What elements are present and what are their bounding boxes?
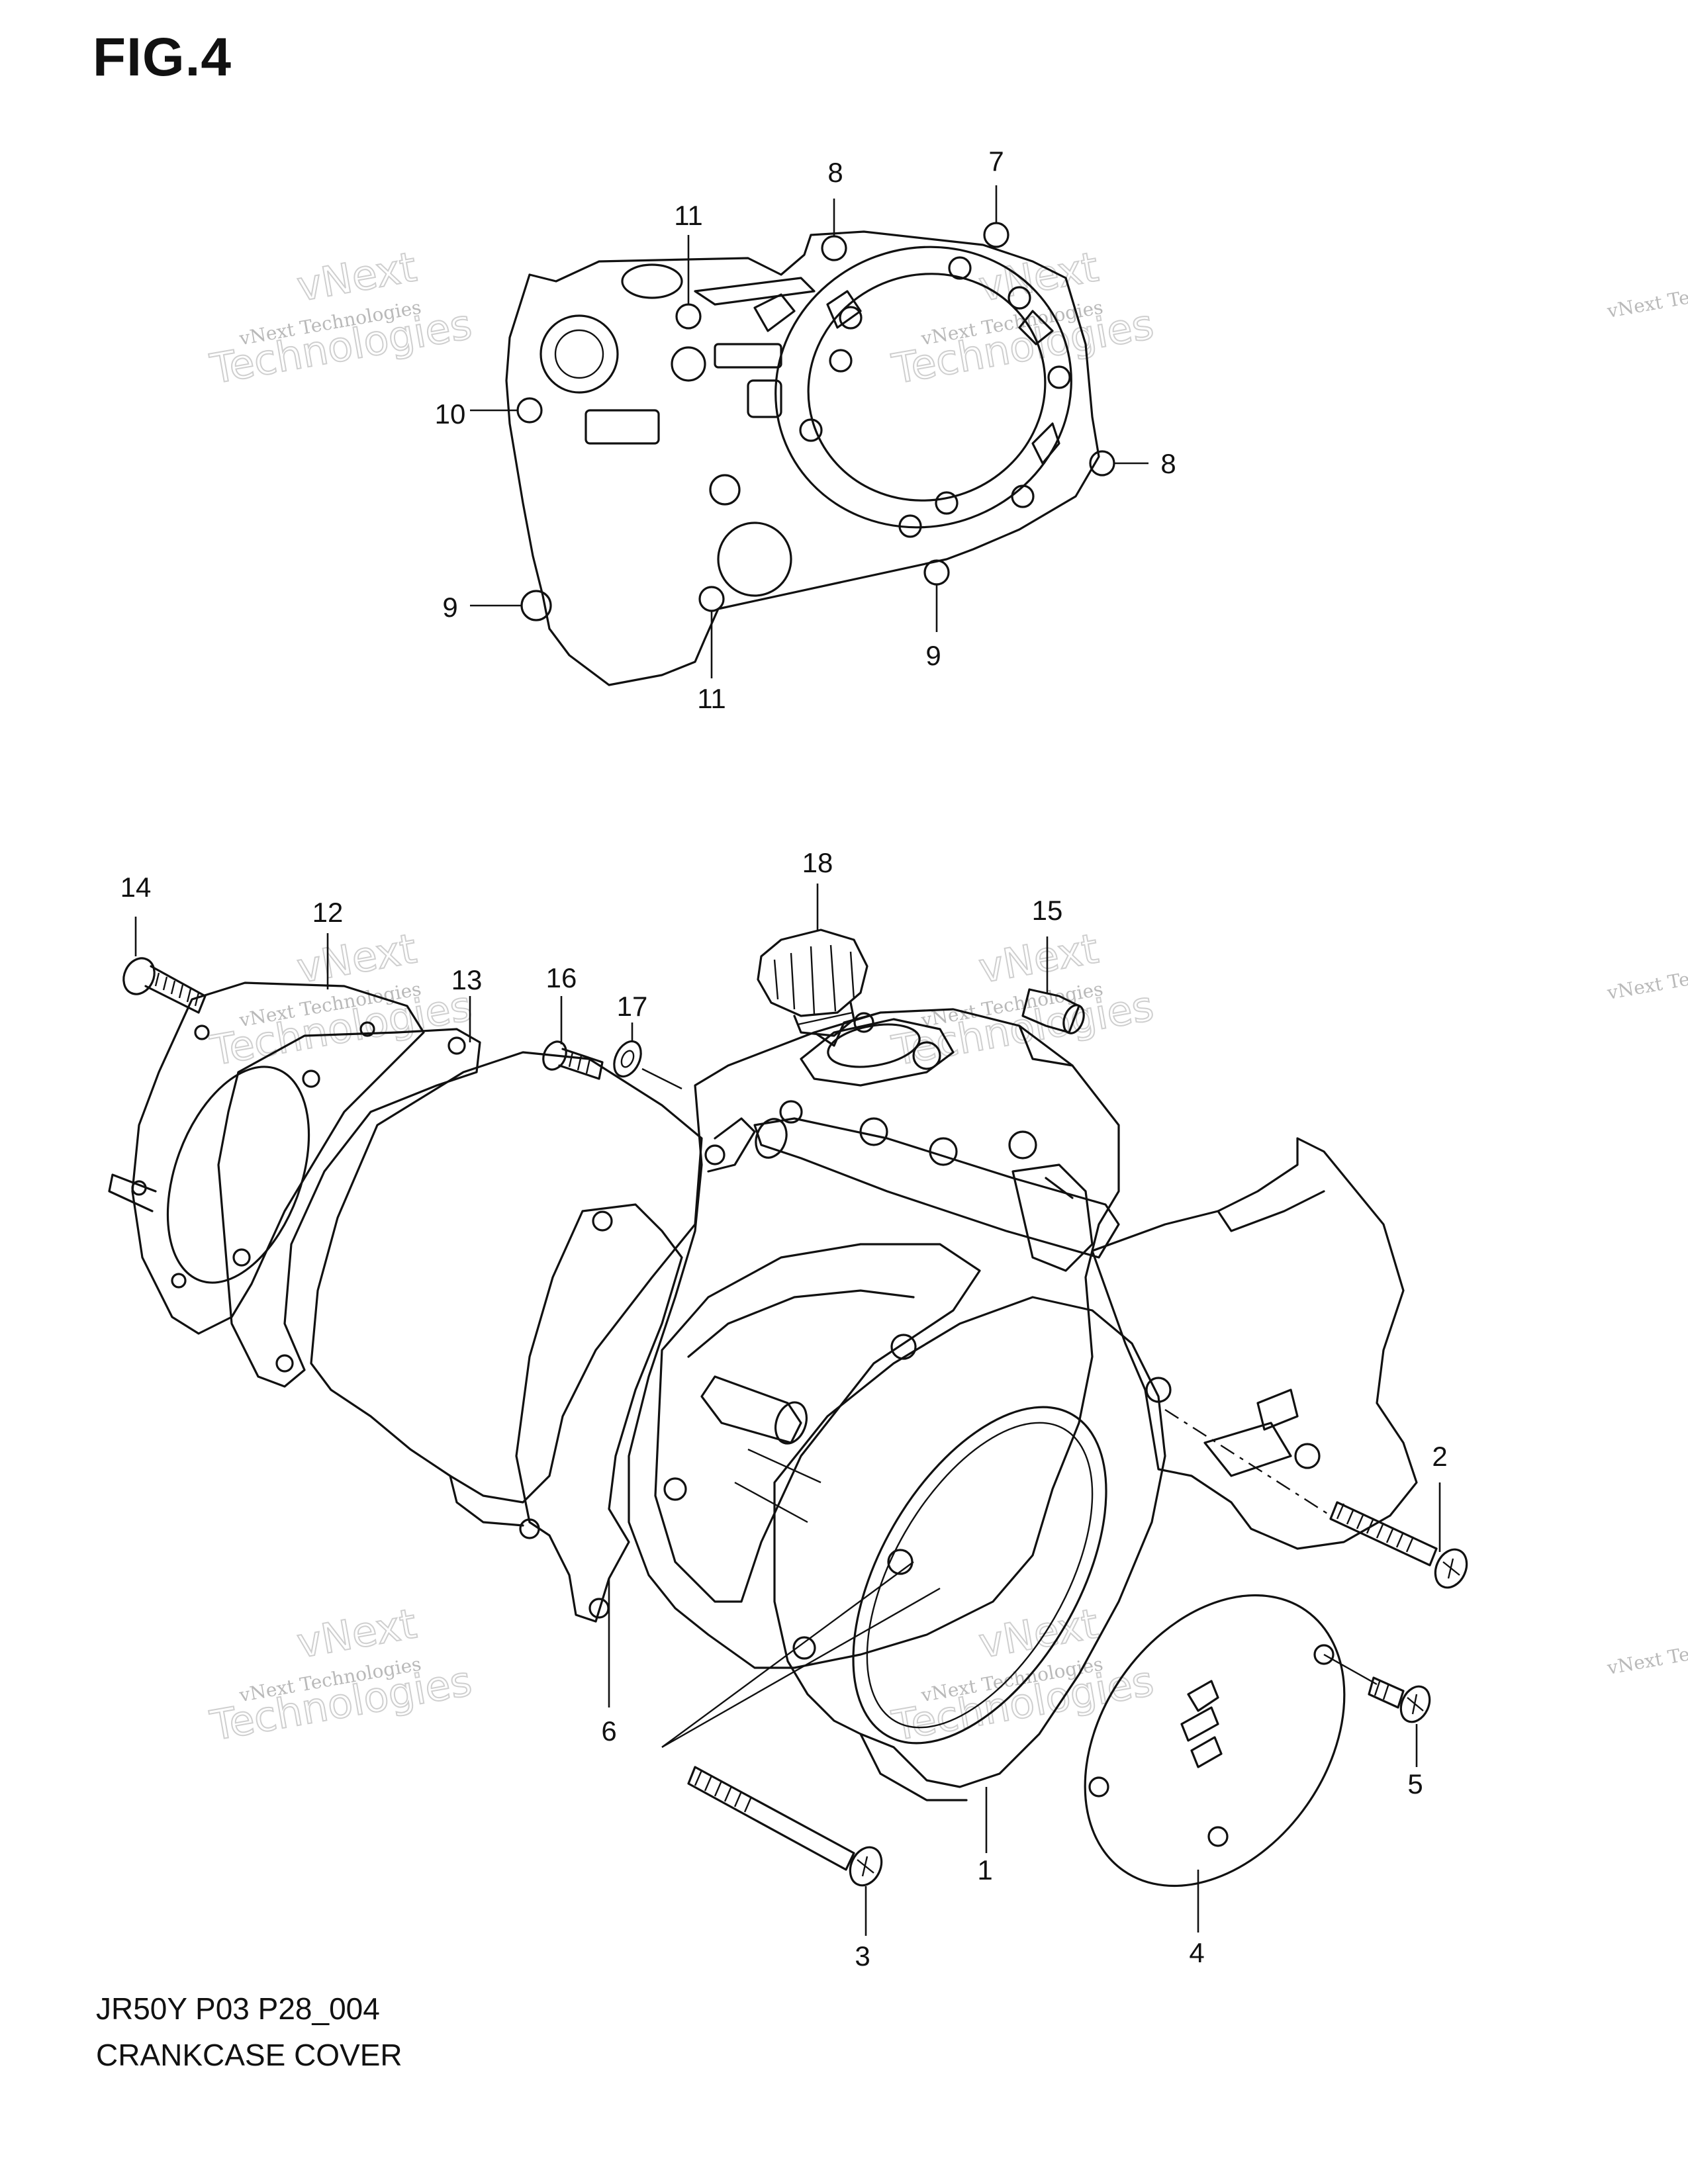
- svg-text:vNext Technologies: vNext Technologies: [1605, 950, 1688, 1004]
- part-3-screw: [661, 1561, 941, 1887]
- callout-5: 5: [1407, 1768, 1423, 1799]
- rear-cover-panel: [1091, 1137, 1418, 1550]
- callout-7: 7: [988, 146, 1004, 177]
- watermark-mid-left: vNext Technologies vNext Technologies: [206, 923, 476, 1075]
- part-4-round-cover: [1084, 1594, 1378, 1888]
- part-18-oil-cap: [757, 929, 868, 1037]
- oil-filler-opening: [800, 1018, 955, 1087]
- part-6-gasket: [515, 1203, 683, 1623]
- callout-4: 4: [1189, 1937, 1204, 1968]
- callout-11-top: 11: [674, 200, 703, 231]
- callout-2: 2: [1432, 1441, 1447, 1472]
- top-leaders: [470, 185, 1149, 678]
- part-13-gasket: [217, 1028, 481, 1388]
- watermark-low-left: vNext Technologies vNext Technologies: [206, 1598, 476, 1751]
- callout-17: 17: [617, 991, 648, 1022]
- callout-11-bottom: 11: [697, 683, 726, 714]
- svg-text:vNext Technologies: vNext Technologies: [1605, 1625, 1688, 1679]
- watermark-group: vNext Technologies vNext Technologies vN…: [206, 242, 1688, 1751]
- callout-1: 1: [977, 1854, 992, 1886]
- callout-8-top: 8: [827, 157, 843, 188]
- callout-15: 15: [1032, 895, 1063, 926]
- callout-12: 12: [312, 897, 344, 928]
- callout-3: 3: [855, 1940, 870, 1972]
- callout-10: 10: [435, 398, 466, 430]
- figure-title: FIG.4: [93, 27, 232, 87]
- svg-text:vNext Technologies: vNext Technologies: [1605, 269, 1688, 322]
- section-title: CRANKCASE COVER: [96, 2038, 402, 2072]
- crankcase-gasket-plate: [505, 222, 1115, 686]
- part-16-bolt: [542, 1040, 604, 1080]
- crankcase-cover-body: [628, 1008, 1120, 1669]
- callout-18: 18: [802, 847, 833, 878]
- callout-14: 14: [120, 872, 152, 903]
- duct-housing: [310, 1051, 703, 1527]
- part-12-gasket: [108, 981, 425, 1335]
- breather-hose: [704, 1117, 1120, 1259]
- footer: JR50Y P03 P28_004 CRANKCASE COVER: [96, 1985, 402, 2078]
- watermark-top-center: vNext Technologies vNext Technologies: [888, 242, 1158, 394]
- callout-16: 16: [546, 962, 577, 993]
- part-15-dowel-pin: [1021, 988, 1085, 1034]
- callout-8-right: 8: [1160, 448, 1176, 479]
- callout-13: 13: [451, 964, 483, 995]
- callout-6: 6: [601, 1715, 616, 1747]
- model-code: JR50Y P03 P28_004: [96, 1991, 380, 2026]
- watermark-top-left: vNext Technologies vNext Technologies: [206, 242, 476, 394]
- callout-9-bottom: 9: [925, 640, 941, 671]
- bottom-leaders: [134, 884, 1441, 1936]
- watermark-right-edge: vNext Technologies vNext Technologies vN…: [1605, 269, 1688, 1679]
- part-14-bolt: [122, 957, 207, 1014]
- watermark-mid-center: vNext Technologies vNext Technologies: [888, 923, 1158, 1075]
- part-17-washer: [613, 1040, 682, 1090]
- part-2-screw: [1164, 1408, 1468, 1589]
- callout-9-left: 9: [442, 592, 457, 623]
- part-5-screw: [1368, 1676, 1431, 1723]
